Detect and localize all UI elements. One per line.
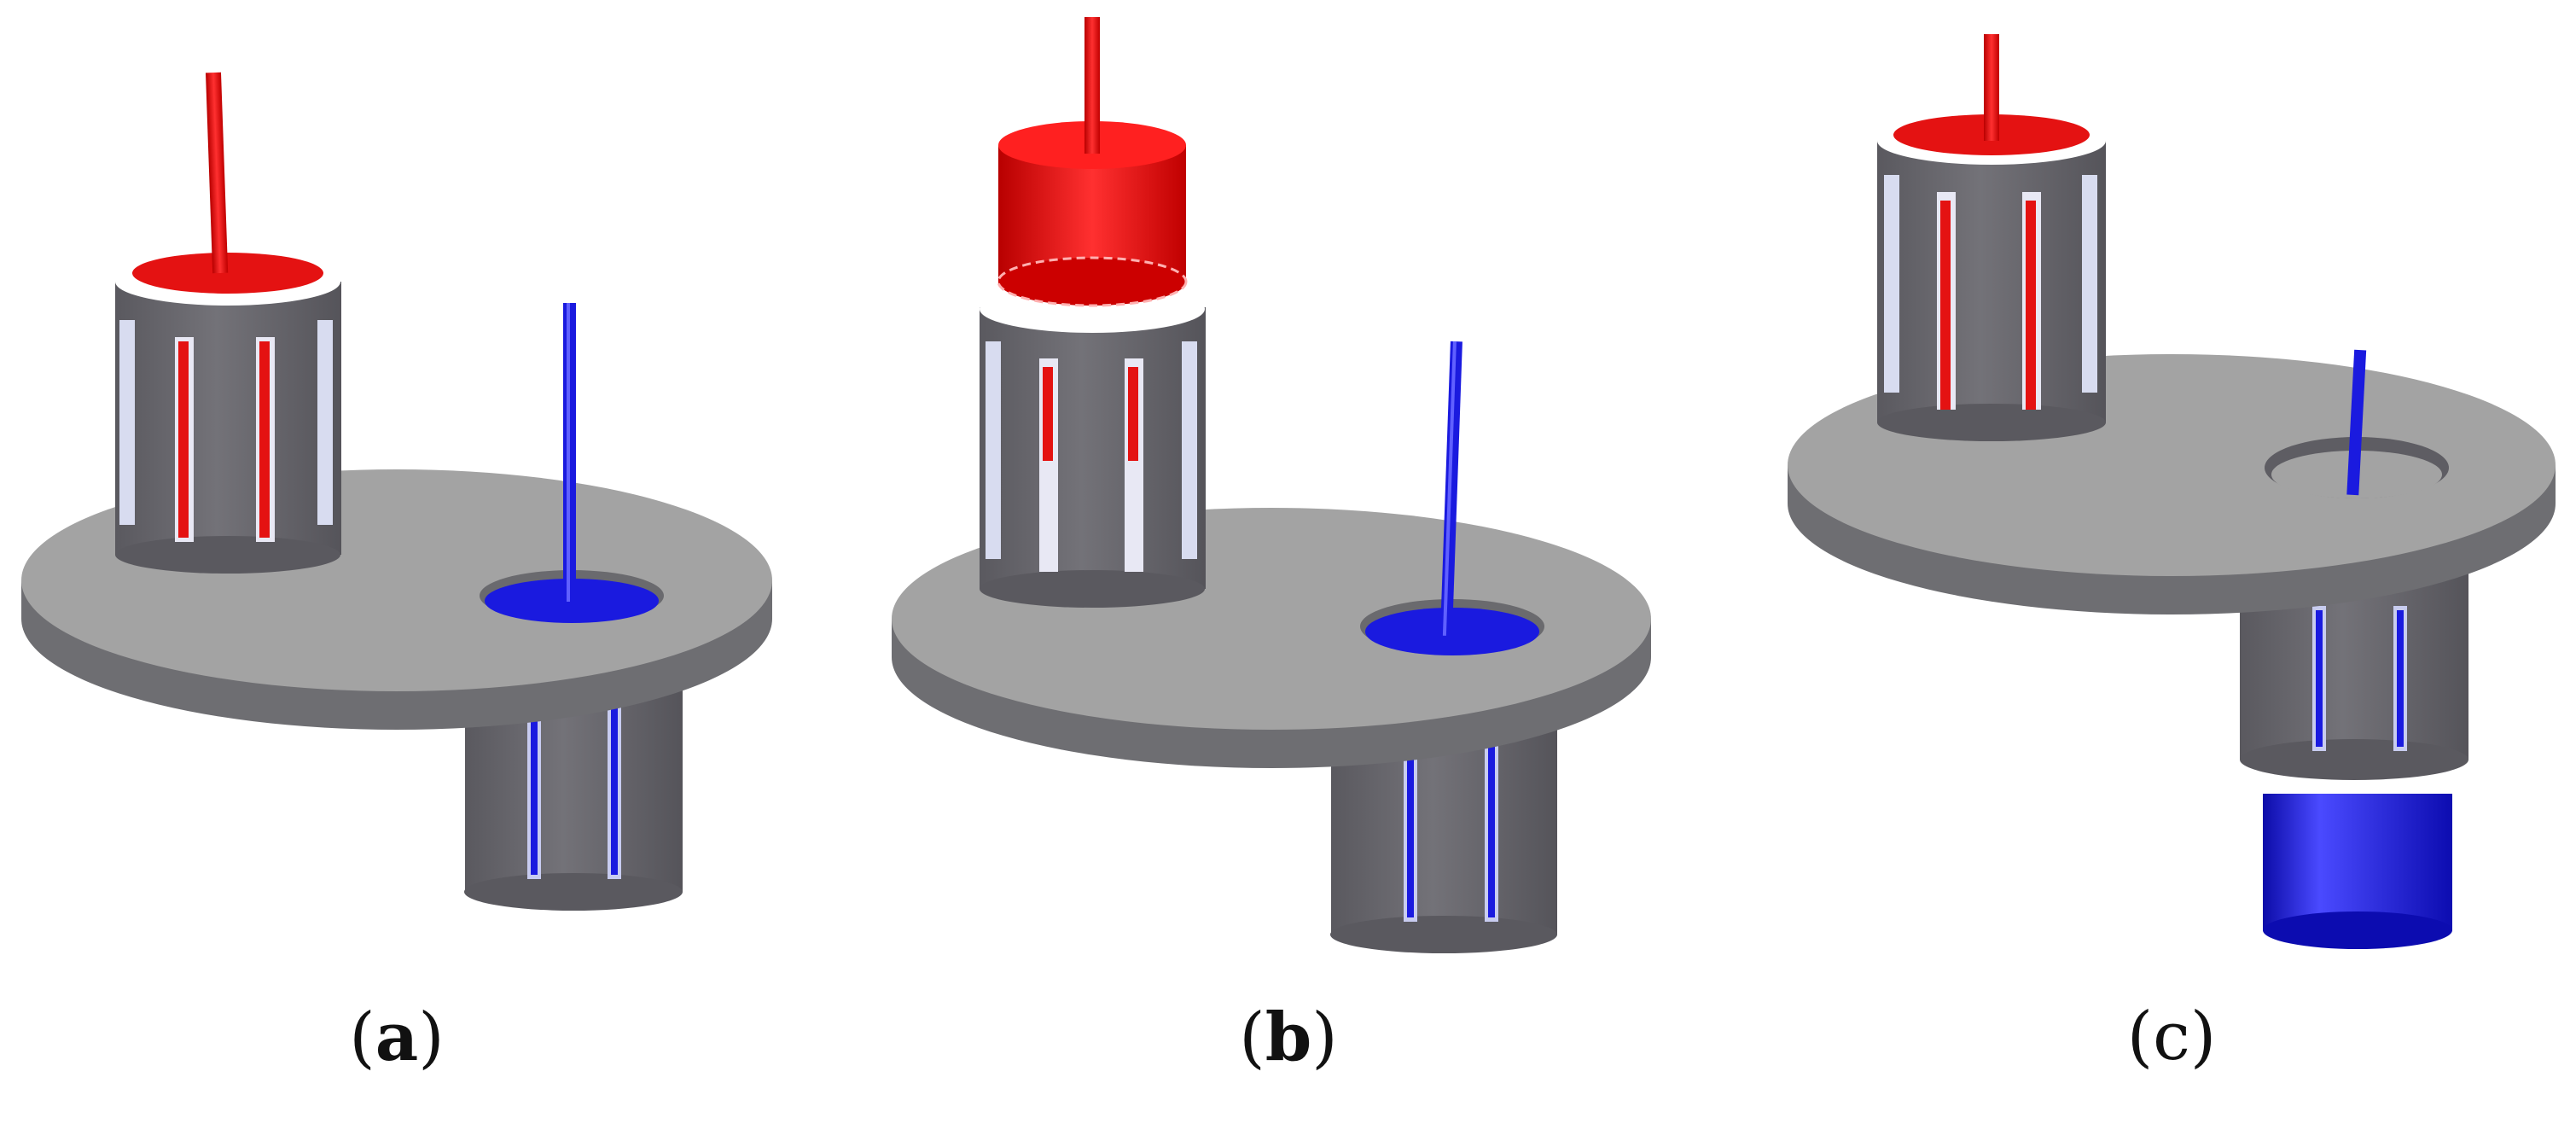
panel-a-diagram <box>21 72 772 911</box>
caption-c: (c) <box>2126 999 2217 1075</box>
panel-a-blue-hole <box>480 303 664 623</box>
panel-a-upper-cage <box>115 253 341 574</box>
panel-c-blue-cylinder <box>2263 794 2452 949</box>
panel-c-diagram <box>1788 34 2556 949</box>
caption-b: (b) <box>1239 999 1338 1076</box>
panel-c-empty-hole <box>2265 349 2449 498</box>
panel-b-upper-cage <box>980 285 1206 608</box>
panel-b-diagram <box>892 17 1651 953</box>
caption-a: (a) <box>349 999 445 1076</box>
panel-b-red-cylinder <box>997 17 1188 307</box>
panel-a-red-rod <box>205 72 229 274</box>
panel-c-upper-cage <box>1877 34 2106 441</box>
panel-b-blue-hole <box>1360 341 1544 655</box>
